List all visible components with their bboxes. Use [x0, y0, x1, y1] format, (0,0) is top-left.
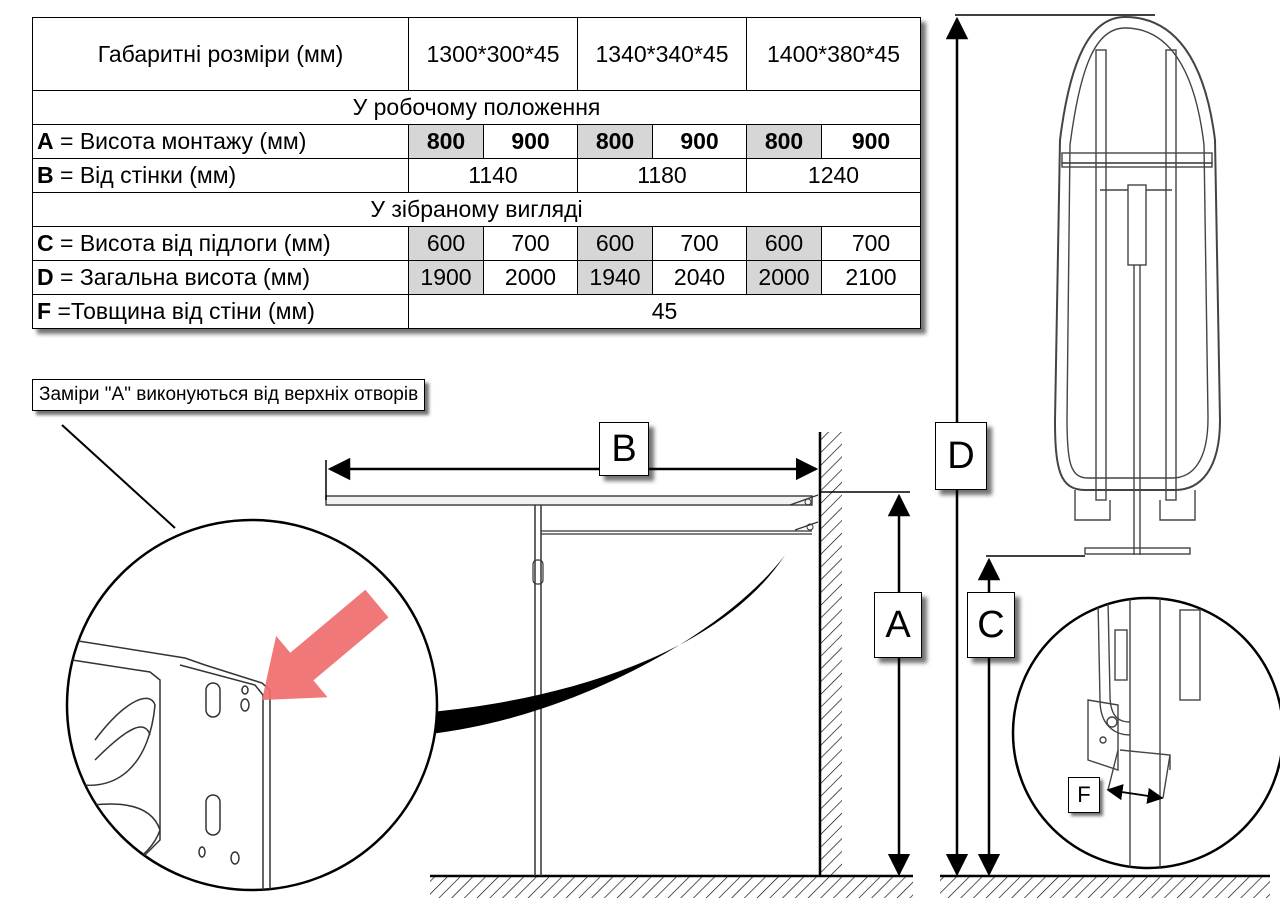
row-d-cell: 2100	[821, 260, 921, 295]
zoom-mount-detail	[65, 518, 439, 892]
row-f-cell: 45	[408, 294, 921, 329]
dimension-a-line	[820, 491, 911, 877]
table-row-f: F =Товщина від стіни (мм) 45	[32, 294, 921, 329]
dimension-f-label: F	[1068, 777, 1100, 813]
row-d-cell: 2040	[652, 260, 747, 295]
row-b-cell: 1180	[577, 158, 747, 193]
row-c-label: C = Висота від підлоги (мм)	[32, 226, 409, 261]
section-folded-label: У зібраному вигляді	[32, 192, 921, 227]
row-a-cell: 800	[746, 124, 822, 159]
dimension-b-label: B	[599, 422, 649, 476]
red-arrow	[262, 589, 389, 700]
row-f-text: =Товщина від стіни (мм)	[51, 298, 315, 324]
row-a-cell: 800	[577, 124, 653, 159]
dimensions-table: Габаритні розміри (мм) 1300*300*45 1340*…	[32, 17, 921, 329]
row-d-cell: 2000	[746, 260, 822, 295]
row-a-cell: 800	[408, 124, 484, 159]
size-header-cell: 1400*380*45	[746, 17, 921, 91]
row-a-label: A = Висота монтажу (мм)	[32, 124, 409, 159]
row-f-key: F	[37, 298, 52, 324]
row-c-cell: 700	[483, 226, 578, 261]
table-row-d: D = Загальна висота (мм) 1900 2000 1940 …	[32, 260, 921, 295]
row-c-cell: 600	[408, 226, 484, 261]
zoom-leader-curve	[430, 555, 785, 734]
row-a-key: A	[37, 128, 54, 154]
section-row: У зібраному вигляді	[32, 192, 921, 227]
size-header-cell: 1340*340*45	[577, 17, 747, 91]
zoom-wall-detail	[1011, 596, 1280, 870]
row-d-cell: 1940	[577, 260, 653, 295]
wall	[818, 432, 842, 876]
dimension-d-label: D	[935, 422, 987, 490]
row-d-key: D	[37, 264, 54, 290]
row-c-cell: 700	[821, 226, 921, 261]
row-d-label: D = Загальна висота (мм)	[32, 260, 409, 295]
table-header-row: Габаритні розміри (мм) 1300*300*45 1340*…	[32, 17, 921, 91]
ironing-board-folded	[1053, 15, 1222, 555]
row-a-cell: 900	[483, 124, 578, 159]
row-b-label: B = Від стінки (мм)	[32, 158, 409, 193]
table-row-a: A = Висота монтажу (мм) 800 900 800 900 …	[32, 124, 921, 159]
row-a-cell: 900	[652, 124, 747, 159]
floor-left	[430, 874, 913, 898]
dimension-b-line	[325, 457, 819, 500]
row-a-cell: 900	[821, 124, 921, 159]
row-d-text: = Загальна висота (мм)	[53, 264, 310, 290]
dimension-a-label: A	[874, 592, 922, 658]
row-c-cell: 700	[652, 226, 747, 261]
row-b-key: B	[37, 162, 54, 188]
table-row-b: B = Від стінки (мм) 1140 1180 1240	[32, 158, 921, 193]
size-header-label: Габаритні розміри (мм)	[32, 17, 409, 91]
row-b-cell: 1140	[408, 158, 578, 193]
size-header-cell: 1300*300*45	[408, 17, 578, 91]
row-b-cell: 1240	[746, 158, 921, 193]
row-d-cell: 1900	[408, 260, 484, 295]
note-label: Заміри "A" виконуються від верхніх отвор…	[32, 379, 426, 411]
table-row-c: C = Висота від підлоги (мм) 600 700 600 …	[32, 226, 921, 261]
row-d-cell: 2000	[483, 260, 578, 295]
note-leader	[61, 424, 176, 529]
floor-right	[940, 874, 1270, 898]
section-working-label: У робочому положення	[32, 90, 921, 125]
row-c-text: = Висота від підлоги (мм)	[53, 230, 331, 256]
row-b-text: = Від стінки (мм)	[53, 162, 237, 188]
section-row: У робочому положення	[32, 90, 921, 125]
row-f-label: F =Товщина від стіни (мм)	[32, 294, 409, 329]
dimension-c-label: C	[967, 592, 1015, 658]
row-c-cell: 600	[746, 226, 822, 261]
ironing-board-open	[325, 494, 819, 876]
row-a-text: = Висота монтажу (мм)	[53, 128, 307, 154]
row-c-key: C	[37, 230, 54, 256]
row-c-cell: 600	[577, 226, 653, 261]
